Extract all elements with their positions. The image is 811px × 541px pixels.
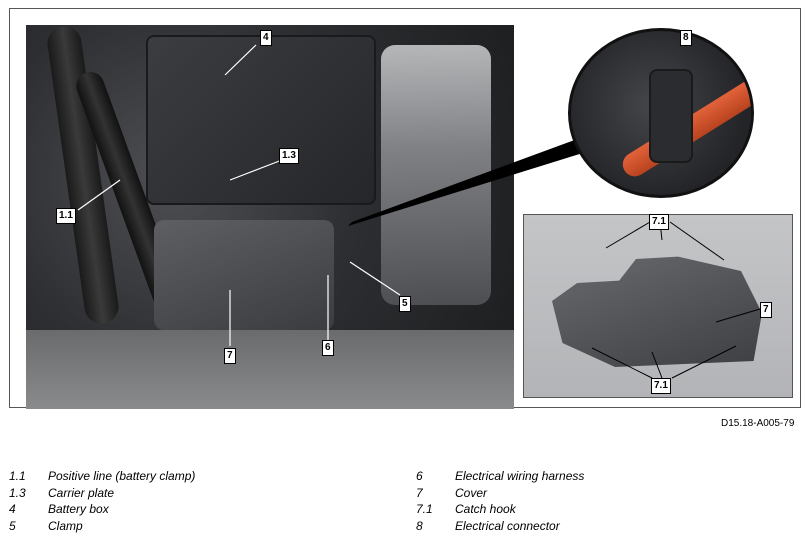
legend-text: Cover [455, 485, 488, 500]
legend-code: 1.3 [9, 485, 26, 500]
battery-box-image [146, 35, 376, 205]
main-photo [26, 25, 514, 409]
legend-code: 4 [9, 502, 16, 516]
cover-detail-image [552, 256, 762, 367]
callout-8: 8 [680, 30, 692, 46]
callout-7-1-bottom: 7.1 [651, 378, 671, 394]
legend-code: 7.1 [416, 502, 433, 516]
callout-7-1-top: 7.1 [649, 214, 669, 230]
callout-6: 6 [322, 340, 334, 356]
callout-5: 5 [399, 296, 411, 312]
callout-1-1: 1.1 [56, 208, 76, 224]
callout-1-3: 1.3 [279, 148, 299, 164]
legend-code: 5 [9, 518, 16, 533]
legend-text: Battery box [48, 502, 109, 516]
figure-reference: D15.18-A005-79 [721, 418, 795, 429]
legend-text: Carrier plate [48, 485, 115, 500]
legend-code: 7 [416, 485, 423, 500]
engine-parts-image [381, 45, 491, 305]
callout-7-detail: 7 [760, 302, 772, 318]
legend-text: Catch hook [455, 502, 516, 516]
cover-image [154, 220, 334, 330]
legend-text: Electrical wiring harness [455, 469, 585, 483]
legend-code: 1.1 [9, 469, 26, 483]
legend-text: Electrical connector [455, 518, 560, 533]
callout-4: 4 [260, 30, 272, 46]
floor-image [26, 330, 514, 409]
legend-code: 6 [416, 469, 423, 483]
legend-text: Clamp [48, 518, 83, 533]
connector-image [651, 71, 691, 161]
callout-7-main: 7 [224, 348, 236, 364]
cover-detail-photo [523, 214, 793, 398]
legend-code: 8 [416, 518, 423, 533]
zoom-circle [568, 28, 754, 198]
legend-text: Positive line (battery clamp) [48, 469, 196, 483]
